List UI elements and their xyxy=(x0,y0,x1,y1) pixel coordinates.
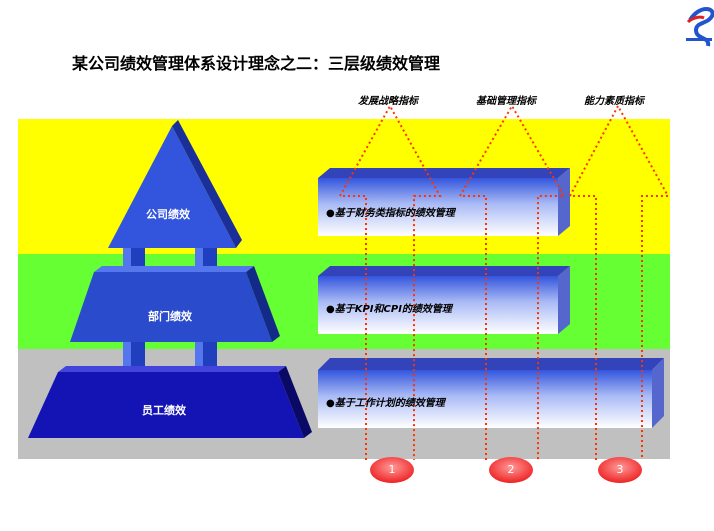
tier-company-shape xyxy=(108,120,242,248)
indicator-label-3: 能力素质指标 xyxy=(584,96,644,107)
arrow-1 xyxy=(338,103,442,460)
indicator-number-3: 3 xyxy=(616,463,624,476)
indicator-circle-2 xyxy=(489,457,533,483)
tier-employee-label: 员工绩效 xyxy=(142,404,186,417)
indicator-label-1: 发展战略指标 xyxy=(358,96,418,107)
box-workplan xyxy=(318,358,664,428)
indicator-number-2: 2 xyxy=(507,463,515,476)
arrow-3 xyxy=(568,103,670,460)
pillar-upper-right-light xyxy=(195,244,203,284)
indicator-arrows xyxy=(338,103,670,460)
tier-company-label: 公司绩效 xyxy=(146,208,190,221)
indicator-label-2: 基础管理指标 xyxy=(476,96,536,107)
box-kpi-label: ●基于KPI和CPI的绩效管理 xyxy=(326,304,452,315)
box-kpi xyxy=(318,266,570,334)
logo-icon xyxy=(686,7,714,47)
tier-department-shape xyxy=(70,266,280,342)
box-workplan-label: ●基于工作计划的绩效管理 xyxy=(326,398,445,409)
indicator-number-1: 1 xyxy=(388,463,396,476)
tier-department-label: 部门绩效 xyxy=(148,310,192,323)
indicator-circle-1 xyxy=(370,457,414,483)
box-financial xyxy=(318,168,570,236)
page-title: 某公司绩效管理体系设计理念之二：三层级绩效管理 xyxy=(72,54,441,73)
indicator-circle-3 xyxy=(598,457,642,483)
pillar-lower-left-light xyxy=(123,340,131,378)
box-financial-label: ●基于财务类指标的绩效管理 xyxy=(326,208,455,219)
pillar-upper-left-light xyxy=(123,244,131,284)
tier-employee-shape xyxy=(28,366,312,438)
pillar-lower-right-light xyxy=(195,340,203,378)
